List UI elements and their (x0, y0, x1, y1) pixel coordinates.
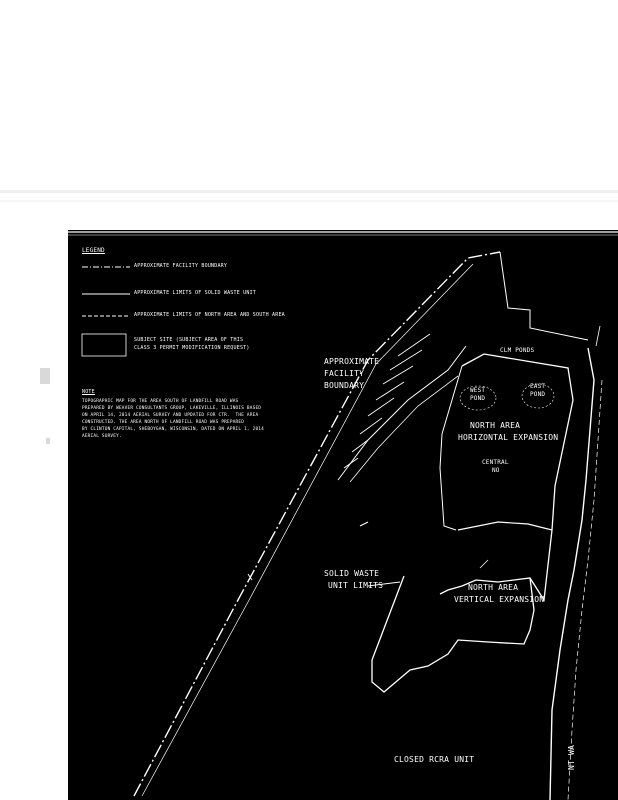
label-north-area-vertical-1: NORTH AREA (468, 583, 519, 592)
legend-item-north-south: APPROXIMATE LIMITS OF NORTH AREA AND SOU… (134, 312, 285, 318)
label-east-pond-1: EAST (530, 383, 546, 390)
label-central-1: CENTRAL (482, 459, 509, 466)
label-facility-boundary-1: APPROXIMATE (324, 357, 380, 366)
map-mark (479, 559, 489, 569)
legend-title: LEGEND (82, 247, 105, 254)
map-mark (359, 521, 369, 527)
label-north-area-horizontal-1: NORTH AREA (470, 421, 521, 430)
railroad-hatch (343, 333, 431, 469)
facility-boundary-line (133, 251, 501, 797)
scan-artifact-band (0, 190, 618, 193)
label-road-name: NT WA (567, 744, 576, 770)
access-road (349, 375, 459, 483)
note-line: ON APRIL 14, 2014 AERIAL SURVEY AND UPDA… (82, 413, 259, 418)
east-road-line (567, 379, 603, 800)
label-east-pond-2: POND (530, 391, 546, 398)
road-tick (595, 325, 601, 347)
label-facility-boundary-2: FACILITY (324, 369, 365, 378)
note-line: AERIAL SURVEY. (82, 434, 122, 439)
label-north-area-horizontal-2: HORIZONTAL EXPANSION (458, 433, 559, 442)
north-area-boundary (439, 365, 463, 531)
scan-artifact-band (0, 200, 618, 202)
scan-speck (46, 438, 50, 444)
label-west-pond-2: POND (470, 395, 486, 402)
east-road-line (549, 347, 595, 800)
note-title: NOTE (82, 389, 95, 395)
label-closed-rcra-unit: CLOSED RCRA UNIT (394, 755, 475, 764)
label-solid-waste-1: SOLID WASTE (324, 569, 380, 578)
legend-subject-site-box (81, 333, 127, 357)
west-pond-outline (459, 385, 497, 411)
legend-item-solid-waste: APPROXIMATE LIMITS OF SOLID WASTE UNIT (134, 290, 256, 296)
scan-speck (40, 368, 50, 384)
label-central-2: NO (492, 467, 500, 474)
note-line: PREPARED BY WEAVER CONSULTANTS GROUP, LA… (82, 406, 262, 411)
map-mark (247, 573, 253, 581)
label-clm-ponds: CLM PONDS (500, 347, 535, 354)
label-west-pond-1: WEST (470, 387, 486, 394)
note-line: TOPOGRAPHIC MAP FOR THE AREA SOUTH OF LA… (82, 399, 239, 404)
solid-waste-unit-limits (371, 575, 535, 693)
legend-item-subject-site: SUBJECT SITE (SUBJECT AREA OF THIS (134, 337, 244, 343)
site-map-drawing (68, 231, 618, 800)
legend-item-subject-site-cont: CLASS 3 PERMIT MODIFICATION REQUEST) (134, 345, 250, 351)
label-facility-boundary-3: BOUNDARY (324, 381, 365, 390)
facility-boundary-line (499, 251, 589, 341)
area-divider-line (457, 521, 553, 531)
facility-boundary-line (141, 263, 474, 797)
east-pond-outline (521, 383, 555, 409)
note-line: CONSTRUCTED. THE AREA NORTH OF LANDFILL … (82, 420, 245, 425)
access-road (337, 345, 467, 481)
label-solid-waste-2: UNIT LIMITS (328, 581, 384, 590)
label-north-area-vertical-2: VERTICAL EXPANSION (454, 595, 545, 604)
legend-item-facility-boundary: APPROXIMATE FACILITY BOUNDARY (134, 263, 228, 269)
solid-waste-leader (367, 581, 401, 587)
note-line: BY CLINTON CAPITAL, SHEBOYGAN, WISCONSIN… (82, 427, 264, 432)
north-area-boundary (439, 353, 574, 602)
site-map: LEGEND APPROXIMATE FACILITY BOUNDARY APP… (68, 230, 618, 800)
